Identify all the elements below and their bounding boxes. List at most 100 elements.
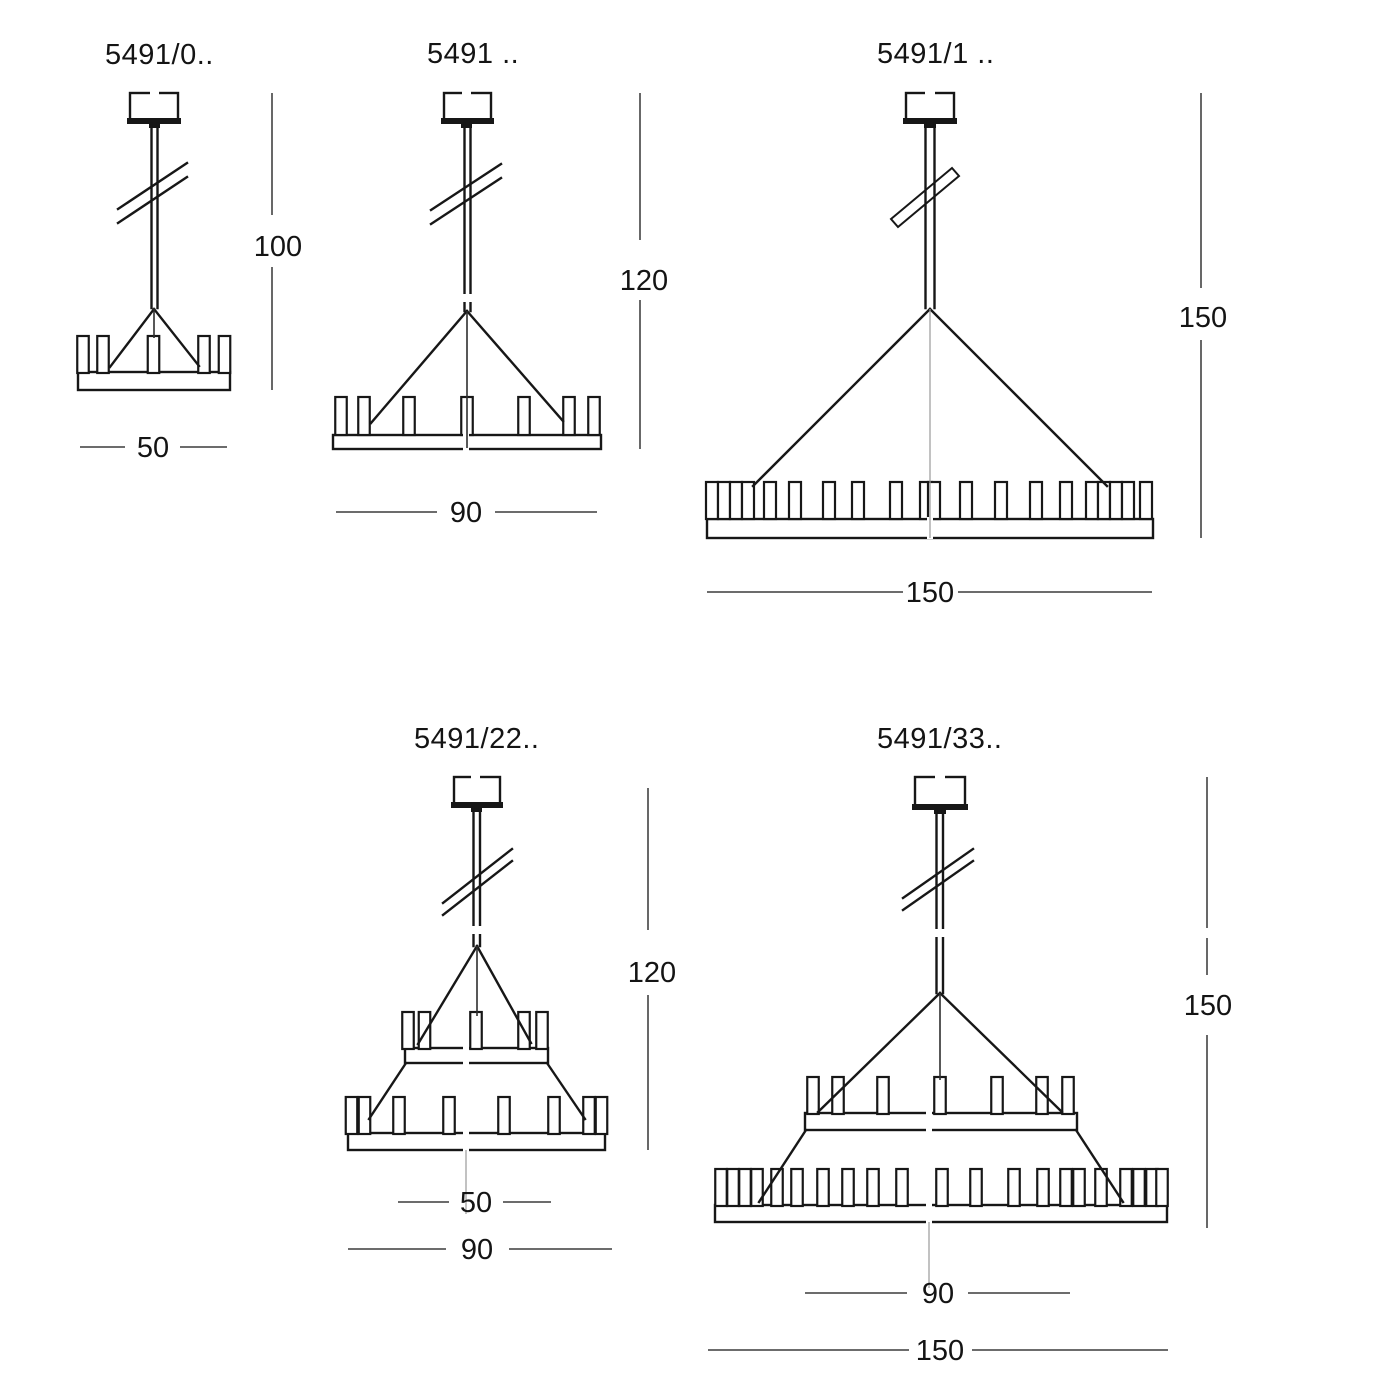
width-dimension-value: 90	[461, 1234, 493, 1266]
suspension-strut	[369, 309, 469, 425]
suspension-strut	[475, 944, 533, 1045]
ring-band	[76, 370, 232, 392]
suspension-strut	[751, 307, 932, 488]
candle	[850, 480, 866, 521]
candle	[816, 1167, 830, 1208]
candle	[728, 480, 744, 521]
candle	[750, 1167, 764, 1208]
candle	[497, 1095, 511, 1136]
lower-candle-row	[344, 1095, 609, 1136]
canopy-top-gap	[935, 774, 945, 779]
canopy-top-gap	[150, 90, 159, 95]
width-dimension-value: 50	[460, 1187, 492, 1219]
stem-mount	[149, 123, 160, 128]
candle-row	[704, 480, 1154, 521]
tier-side	[757, 1128, 808, 1204]
tier-side	[1074, 1128, 1125, 1204]
candle	[787, 480, 803, 521]
candle-row	[76, 334, 232, 375]
break-symbol	[429, 176, 503, 226]
stem-gap	[459, 294, 476, 302]
candle	[1061, 1075, 1075, 1116]
candle	[1028, 480, 1044, 521]
candle	[990, 1075, 1004, 1116]
canopy	[452, 775, 502, 806]
lower-ring-band	[346, 1131, 607, 1152]
candle	[442, 1095, 456, 1136]
stem-mount	[461, 123, 472, 128]
height-dimension-value: 100	[254, 231, 302, 263]
canopy	[913, 775, 967, 808]
candle	[770, 1167, 784, 1208]
width-dimension-value: 150	[906, 577, 954, 609]
figure-5491-33: 5491/33.. 90 150 150	[708, 723, 1232, 1367]
candle	[1058, 480, 1074, 521]
candle	[217, 334, 232, 375]
candle	[344, 1095, 359, 1136]
lower-candle-row	[714, 1167, 1169, 1208]
break-symbol	[116, 161, 189, 211]
candle	[969, 1167, 983, 1208]
height-dimension-value: 120	[620, 265, 668, 297]
band-center-gap	[926, 1111, 932, 1132]
band-center-gap	[926, 1203, 932, 1224]
figure-5491: 5491 .. 90 120	[331, 38, 668, 529]
candle	[357, 1095, 372, 1136]
candle	[562, 395, 576, 437]
candle	[517, 395, 531, 437]
break-symbol	[901, 847, 975, 900]
model-label: 5491/0..	[105, 39, 214, 71]
canopy-top-gap	[462, 90, 471, 95]
candle	[197, 334, 211, 375]
model-label: 5491/22..	[414, 723, 539, 755]
candle	[762, 480, 778, 521]
candle	[740, 480, 756, 521]
suspension-strut	[416, 944, 479, 1046]
candle	[417, 1010, 432, 1051]
candle	[790, 1167, 804, 1208]
candle	[895, 1167, 909, 1208]
break-symbol	[441, 847, 514, 905]
candle	[866, 1167, 880, 1208]
tier-side	[367, 1061, 408, 1121]
candle	[357, 395, 371, 437]
candle	[806, 1075, 820, 1116]
candle	[1059, 1167, 1073, 1208]
candle	[402, 395, 416, 437]
candle	[146, 334, 161, 375]
candle	[1084, 480, 1100, 521]
candle	[96, 334, 110, 375]
break-symbol	[901, 859, 975, 912]
suspension-strut	[108, 307, 156, 369]
candle	[933, 1075, 947, 1116]
break-symbol	[889, 166, 961, 229]
stem-gap	[931, 929, 948, 937]
candle	[1120, 480, 1136, 521]
candle	[876, 1075, 890, 1116]
candle	[1132, 1167, 1146, 1208]
suspension-strut	[816, 991, 942, 1114]
canopy-base	[903, 118, 957, 124]
candle	[1108, 480, 1124, 521]
model-label: 5491/33..	[877, 723, 1002, 755]
candle	[535, 1010, 549, 1051]
candle	[401, 1010, 415, 1051]
candle	[582, 1095, 596, 1136]
upper-ring-band	[403, 1046, 550, 1065]
candle	[1007, 1167, 1021, 1208]
upper-ring-band	[803, 1111, 1079, 1132]
canopy	[442, 91, 493, 122]
candle	[935, 1167, 949, 1208]
width-dimension-value: 90	[922, 1278, 954, 1310]
suspension-strut	[465, 309, 565, 423]
canopy-base	[912, 804, 968, 810]
break-symbol	[441, 859, 514, 917]
candle	[594, 1095, 609, 1136]
band-center-gap	[463, 1046, 469, 1065]
candle	[738, 1167, 752, 1208]
upper-candle-row	[806, 1075, 1075, 1116]
figure-5491-1: 5491/1 .. 150 150	[704, 38, 1227, 609]
candle	[76, 334, 90, 375]
candle	[958, 480, 974, 521]
